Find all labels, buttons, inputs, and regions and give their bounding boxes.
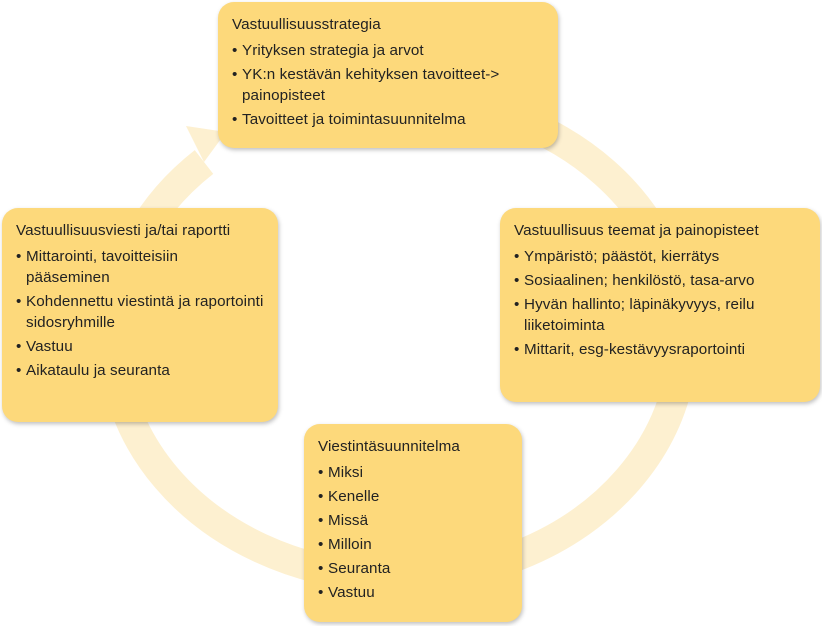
report-item: Kohdennettu viestintä ja raportointi sid… xyxy=(16,291,264,333)
cycle-arrowhead-icon xyxy=(186,126,226,162)
report-title: Vastuullisuusviesti ja/tai raportti xyxy=(16,222,231,239)
themes-item: Ympäristö; päästöt, kierrätys xyxy=(514,246,806,267)
themes-item: Hyvän hallinto; läpinäkyvyys, reilu liik… xyxy=(514,294,806,336)
report-list: Mittarointi, tavoitteisiin pääseminen Ko… xyxy=(16,246,264,381)
strategy-item: Tavoitteet ja toimintasuunnitelma xyxy=(232,109,544,130)
strategy-item: Yrityksen strategia ja arvot xyxy=(232,40,544,61)
comms-plan-item: Kenelle xyxy=(318,486,508,507)
strategy-list: Yrityksen strategia ja arvot YK:n kestäv… xyxy=(232,40,544,130)
report-item: Aikataulu ja seuranta xyxy=(16,360,264,381)
strategy-title: Vastuullisuusstrategia xyxy=(232,16,381,33)
report-item: Mittarointi, tavoitteisiin pääseminen xyxy=(16,246,264,288)
comms-plan-list: Miksi Kenelle Missä Milloin Seuranta Vas… xyxy=(318,462,508,603)
comms-plan-item: Missä xyxy=(318,510,508,531)
report-box: Vastuullisuusviesti ja/tai raportti Mitt… xyxy=(2,208,278,422)
comms-plan-item: Milloin xyxy=(318,534,508,555)
comms-plan-item: Seuranta xyxy=(318,558,508,579)
themes-list: Ympäristö; päästöt, kierrätys Sosiaaline… xyxy=(514,246,806,360)
strategy-box: Vastuullisuusstrategia Yrityksen strateg… xyxy=(218,2,558,148)
themes-title: Vastuullisuus teemat ja painopisteet xyxy=(514,222,759,239)
themes-item: Mittarit, esg-kestävyysraportointi xyxy=(514,339,806,360)
comms-plan-title: Viestintäsuunnitelma xyxy=(318,438,460,455)
comms-plan-item: Miksi xyxy=(318,462,508,483)
comms-plan-box: Viestintäsuunnitelma Miksi Kenelle Missä… xyxy=(304,424,522,622)
report-item: Vastuu xyxy=(16,336,264,357)
themes-box: Vastuullisuus teemat ja painopisteet Ymp… xyxy=(500,208,820,402)
strategy-item: YK:n kestävän kehityksen tavoitteet-> pa… xyxy=(232,64,544,106)
themes-item: Sosiaalinen; henkilöstö, tasa-arvo xyxy=(514,270,806,291)
comms-plan-item: Vastuu xyxy=(318,582,508,603)
